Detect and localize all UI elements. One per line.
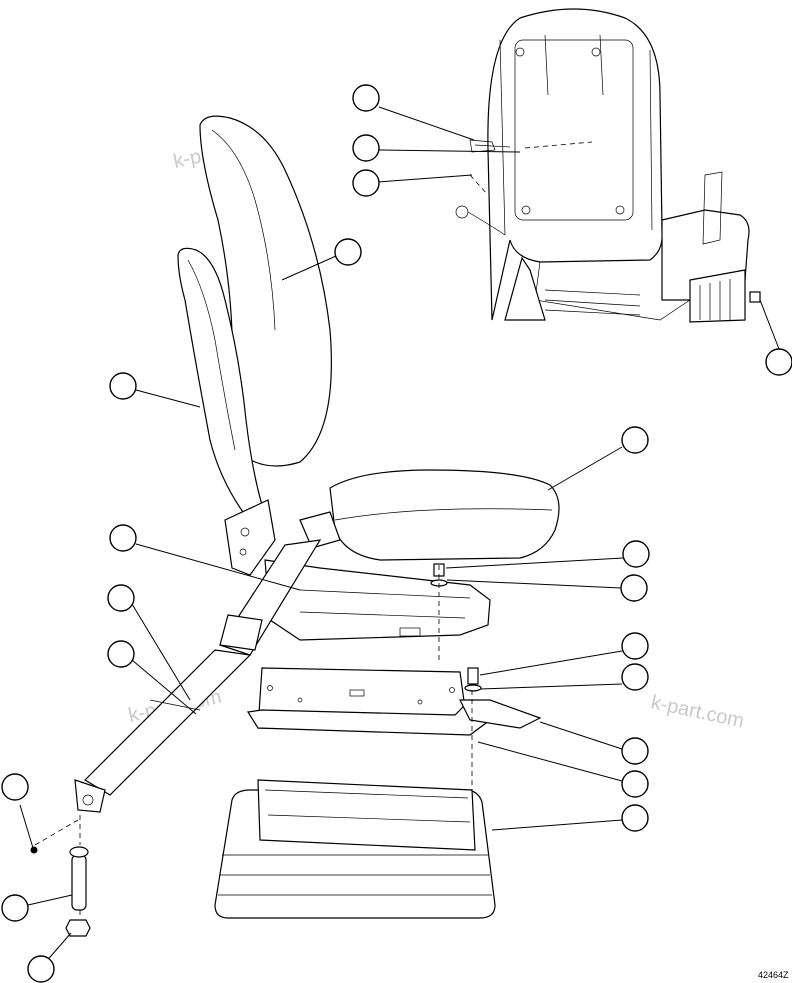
callout-circle	[621, 426, 649, 454]
callout-circle	[620, 574, 648, 602]
callout-circle	[109, 524, 137, 552]
callout-circle	[1, 773, 29, 801]
seat-belt	[74, 511, 341, 813]
callout-circle	[107, 584, 135, 612]
rear-view-inset	[455, 8, 750, 323]
callout-circle	[1, 894, 29, 922]
callout-circle	[621, 663, 649, 691]
drawing-code: 42464Z	[758, 970, 789, 980]
callout-circle	[352, 169, 380, 197]
assembly-lines	[34, 565, 473, 918]
callout-circle	[621, 770, 649, 798]
leader-lines	[19, 106, 780, 965]
callout-circle	[621, 804, 649, 832]
callout-circle	[765, 348, 792, 376]
suspension-base	[214, 779, 496, 919]
callout-circle	[107, 640, 135, 668]
callout-circle	[109, 372, 137, 400]
callout-circle	[622, 540, 650, 568]
callout-circle	[352, 134, 380, 162]
mounting-plate	[247, 667, 542, 736]
callout-circle	[621, 632, 649, 660]
callouts	[1, 84, 792, 983]
callout-circle	[27, 955, 55, 983]
callout-circle	[334, 238, 362, 266]
seat-assembly	[177, 115, 560, 641]
callout-circle	[621, 737, 649, 765]
watermark-3: k-part.com	[649, 691, 746, 732]
callout-circle	[352, 84, 380, 112]
